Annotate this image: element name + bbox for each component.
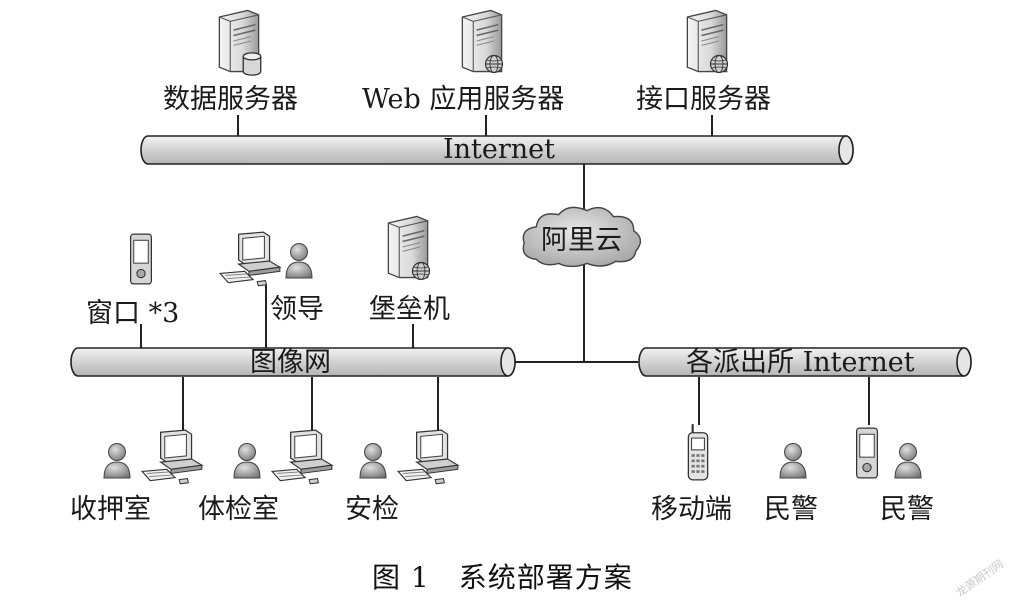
computer-icon [219, 231, 281, 287]
user-icon [779, 443, 807, 479]
db-server-label: 数据服务器 [163, 84, 298, 115]
figure-caption: 图 1 系统部署方案 [372, 561, 633, 594]
web-server-label: Web 应用服务器 [362, 84, 565, 115]
mobile-phone-icon [687, 422, 709, 482]
bastion-label: 堡垒机 [369, 294, 450, 325]
computer-icon [271, 429, 333, 485]
police-network-label: 各派出所 Internet [686, 347, 915, 378]
police-label-1: 民警 [764, 494, 818, 525]
security-check-label: 安检 [345, 494, 399, 525]
window-label: 窗口 *3 [86, 298, 180, 329]
image-network-bus [70, 347, 516, 377]
custody-room-label: 收押室 [70, 494, 151, 525]
user-icon [894, 443, 922, 479]
computer-icon [141, 429, 203, 485]
computer-icon [397, 429, 459, 485]
pda-icon [129, 233, 153, 285]
globe-icon [484, 54, 504, 74]
database-icon [242, 52, 262, 76]
user-icon [359, 443, 387, 479]
police-internet-bus [638, 347, 972, 377]
pda-icon [855, 427, 879, 479]
leader-label: 领导 [270, 294, 324, 325]
api-server-label: 接口服务器 [636, 84, 771, 115]
internet-bus [140, 135, 854, 165]
exam-room-label: 体检室 [198, 494, 279, 525]
user-icon [103, 443, 131, 479]
globe-icon [709, 54, 729, 74]
globe-icon [411, 261, 431, 281]
police-label-2: 民警 [880, 494, 934, 525]
cloud-label: 阿里云 [541, 225, 622, 256]
internet-bus-label: Internet [443, 134, 556, 165]
image-network-label: 图像网 [250, 347, 331, 378]
user-icon [285, 243, 313, 279]
mobile-label: 移动端 [651, 494, 732, 525]
connector-lines [140, 115, 870, 440]
user-icon [233, 443, 261, 479]
